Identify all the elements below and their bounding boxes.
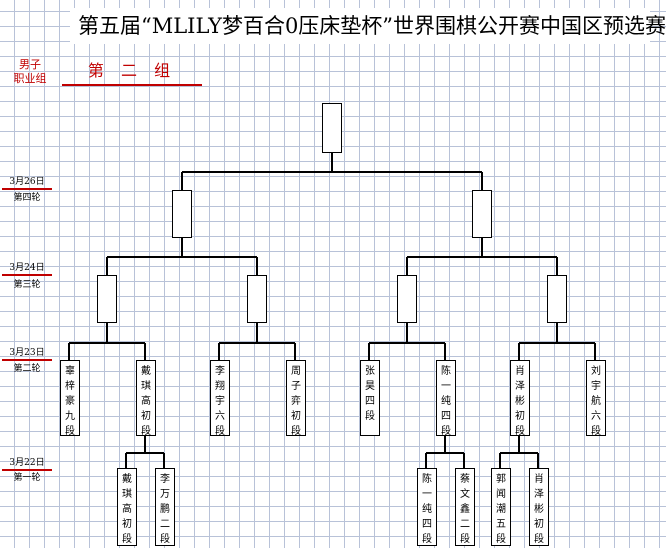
player-name: 刘宇航六段 (591, 366, 601, 437)
player-name: 戴琪高初段 (141, 366, 151, 437)
player-name: 陈一纯四段 (441, 366, 451, 437)
quarterfinal-box-4 (547, 275, 567, 323)
page-title: 第五届“MLILY梦百合0压床垫杯”世界围棋公开赛中国区预选赛 (70, 8, 666, 44)
player-box: 刘宇航六段 (586, 360, 606, 437)
round4-underline (2, 188, 52, 190)
player-name: 肖泽彬初段 (515, 366, 525, 437)
player-box: 蔡文鑫二段 (455, 468, 475, 546)
player-name: 郭闻潮五段 (496, 474, 506, 545)
round1-underline (2, 469, 52, 471)
round3-date: 3月24日 (9, 263, 45, 273)
group-underline (62, 84, 202, 86)
player-name: 李翔宇六段 (215, 366, 225, 437)
round2-name: 第二轮 (13, 364, 41, 374)
semifinal-box-right (472, 190, 492, 238)
player-name: 张昊四段 (365, 366, 375, 422)
player-name: 肖泽彬初段 (534, 474, 544, 545)
player-box: 郭闻潮五段 (491, 468, 511, 546)
player-box: 肖泽彬初段 (529, 468, 549, 546)
quarterfinal-box-1 (97, 275, 117, 323)
group-label: 第 二 组 (87, 61, 177, 80)
round2-date: 3月23日 (9, 348, 45, 358)
player-box: 李翔宇六段 (210, 360, 230, 437)
final-winner-box (322, 103, 342, 153)
round3-name: 第三轮 (13, 280, 41, 290)
round1-name: 第一轮 (13, 473, 41, 483)
player-name: 蔡文鑫二段 (460, 474, 470, 545)
player-box: 戴琪高初段 (117, 468, 137, 546)
player-box: 肖泽彬初段 (510, 360, 530, 437)
player-box: 辜梓豪九段 (60, 360, 80, 437)
semifinal-box-left (172, 190, 192, 238)
category-label-line2: 职业组 (13, 72, 47, 85)
round3-underline (2, 274, 52, 276)
player-name: 周子弈初段 (291, 366, 301, 437)
player-box: 陈一纯四段 (436, 360, 456, 437)
quarterfinal-box-3 (397, 275, 417, 323)
player-name: 陈一纯四段 (422, 474, 432, 545)
player-box: 陈一纯四段 (417, 468, 437, 546)
quarterfinal-box-2 (247, 275, 267, 323)
round4-name: 第四轮 (13, 193, 41, 203)
bracket-lines (68, 153, 596, 468)
player-name: 李万鹏二段 (160, 474, 170, 545)
category-label-line1: 男子 (19, 58, 41, 71)
player-name: 戴琪高初段 (122, 474, 132, 545)
round1-date: 3月22日 (9, 458, 45, 468)
player-box: 张昊四段 (360, 360, 380, 436)
player-box: 李万鹏二段 (155, 468, 175, 546)
round2-underline (2, 359, 52, 361)
round4-date: 3月26日 (9, 177, 45, 187)
player-name: 辜梓豪九段 (65, 366, 75, 437)
player-box: 戴琪高初段 (136, 360, 156, 437)
player-box: 周子弈初段 (286, 360, 306, 437)
